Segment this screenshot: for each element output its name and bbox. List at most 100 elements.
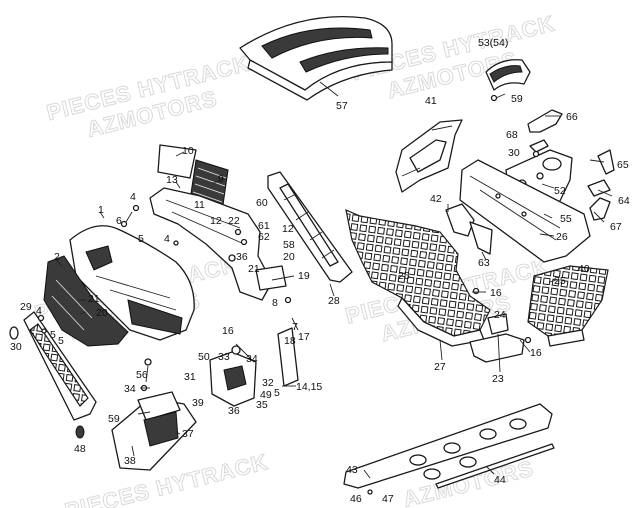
callout-59: 59 <box>511 93 523 105</box>
callout-56: 56 <box>136 369 148 381</box>
callout-24: 24 <box>494 309 506 321</box>
part-41-bracket <box>395 119 463 193</box>
part-42-bracket <box>445 203 475 237</box>
callout-18: 18 <box>284 335 296 347</box>
part-40-footwell <box>527 265 609 347</box>
callout-55: 55 <box>560 213 572 225</box>
part-19-block <box>255 265 287 291</box>
part-30-bracket <box>9 326 19 340</box>
part-24-plate <box>487 313 509 335</box>
leader-lines <box>55 81 613 479</box>
callout-50: 50 <box>198 351 210 363</box>
callout-19: 19 <box>298 270 310 282</box>
callout-61: 61 <box>258 220 270 232</box>
callout-39: 39 <box>192 397 204 409</box>
callout-17: 17 <box>298 331 310 343</box>
part-28-frame-rail <box>267 171 353 283</box>
callout-66: 66 <box>566 111 578 123</box>
callout-37: 37 <box>182 428 194 440</box>
callout-5a: 5 <box>138 233 144 245</box>
callout-63: 63 <box>478 257 490 269</box>
callout-5b: 5 <box>58 335 64 347</box>
callout-13: 13 <box>166 174 178 186</box>
callout-16c: 16 <box>530 347 542 359</box>
callout-33: 33 <box>218 351 230 363</box>
callout-35: 35 <box>256 399 268 411</box>
callout-34b: 34 <box>124 383 136 395</box>
part-2-front-bumper <box>43 255 129 347</box>
callout-1: 1 <box>98 204 104 216</box>
callout-53-54: 53(54) <box>478 37 508 49</box>
part-53-cover <box>485 59 531 102</box>
callout-12a: 12 <box>210 215 222 227</box>
callout-5c: 5 <box>274 387 280 399</box>
part-10-grille <box>157 144 197 179</box>
part-23-mudguard <box>469 333 525 363</box>
part-57-roof <box>239 15 393 101</box>
part-64-bracket <box>587 179 611 197</box>
callout-46: 46 <box>350 493 362 505</box>
callout-62: 62 <box>258 231 270 243</box>
callout-29: 29 <box>20 301 32 313</box>
callout-20a: 20 <box>283 251 295 263</box>
part-43-skid-plate <box>343 403 553 489</box>
part-48-cap <box>75 425 85 439</box>
callout-4a: 4 <box>130 191 136 203</box>
callout-16a: 16 <box>222 325 234 337</box>
callout-30b: 30 <box>10 341 22 353</box>
callout-64: 64 <box>618 195 630 207</box>
part-18-bracket <box>277 327 299 387</box>
callout-30: 30 <box>508 147 520 159</box>
callout-3: 5 <box>50 329 56 341</box>
callout-21a: 21 <box>248 263 260 275</box>
callout-65: 65 <box>617 159 629 171</box>
callout-38: 38 <box>124 455 136 467</box>
callout-41: 41 <box>425 95 437 107</box>
callout-25a: 25 <box>398 270 410 282</box>
part-26-side-panel <box>459 159 591 263</box>
callout-4b: 4 <box>164 233 170 245</box>
callout-48: 48 <box>74 443 86 455</box>
callout-4c: 4 <box>36 305 42 317</box>
callout-27: 27 <box>434 361 446 373</box>
callout-34a: 34 <box>246 353 258 365</box>
part-66-plate <box>527 109 563 133</box>
callout-6: 6 <box>116 215 122 227</box>
callout-11: 11 <box>194 199 205 211</box>
callout-31: 31 <box>184 371 196 383</box>
callout-16b: 16 <box>490 287 502 299</box>
callout-36b: 36 <box>228 405 240 417</box>
part-29-front-rack <box>23 311 97 421</box>
callout-2: 2 <box>54 251 60 263</box>
callout-67: 67 <box>610 221 622 233</box>
part-13-dashboard <box>149 187 273 301</box>
callout-23: 23 <box>492 373 504 385</box>
callout-42: 42 <box>430 193 442 205</box>
callout-labels: 57 53(54) 59 41 66 68 30 65 52 64 55 67 … <box>10 37 630 505</box>
part-44-strip <box>435 443 555 489</box>
callout-58: 58 <box>283 239 295 251</box>
callout-8: 8 <box>272 297 278 309</box>
part-67-bracket <box>589 197 611 221</box>
callout-43: 43 <box>346 464 358 476</box>
callout-20b: 20 <box>96 307 108 319</box>
callout-12b: 12 <box>282 223 294 235</box>
part-65-bracket <box>597 149 615 175</box>
callout-28: 28 <box>328 295 340 307</box>
callout-10: 10 <box>182 145 194 157</box>
callout-44: 44 <box>494 474 506 486</box>
callout-36a: 36 <box>236 251 248 263</box>
callout-40: 40 <box>578 263 590 275</box>
callout-52: 52 <box>554 185 566 197</box>
part-68-clip <box>529 139 549 153</box>
callout-22: 22 <box>228 215 240 227</box>
callout-60: 60 <box>256 197 268 209</box>
callout-25b: 25 <box>554 275 566 287</box>
part-63-bracket <box>469 221 493 255</box>
part-1-front-cowl <box>69 225 195 341</box>
callout-68: 68 <box>506 129 518 141</box>
callout-47: 47 <box>382 493 394 505</box>
callout-49: 49 <box>260 389 272 401</box>
callout-9: 9 <box>218 173 224 185</box>
